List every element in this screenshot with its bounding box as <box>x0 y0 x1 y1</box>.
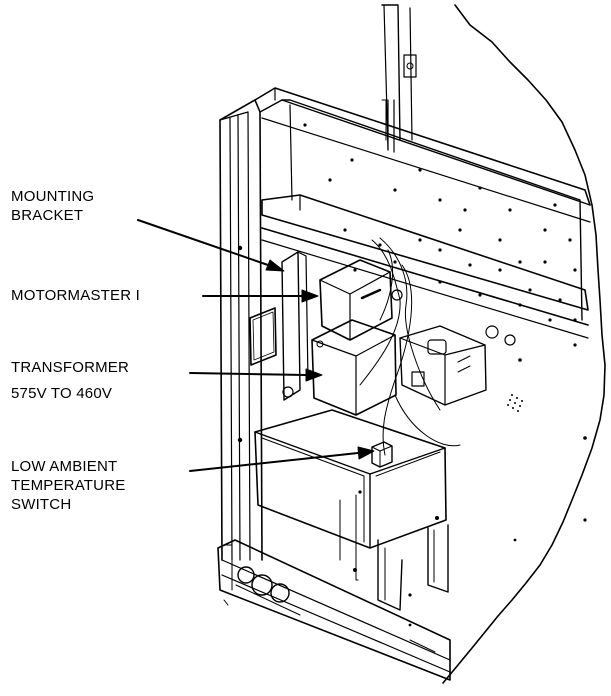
base-support-frame <box>254 409 447 549</box>
left-frame-post <box>219 99 263 561</box>
arrow-mounting-bracket <box>137 219 269 266</box>
arrow-low-ambient <box>189 452 359 472</box>
transformer-label-line2: 575V TO 460V <box>11 385 113 402</box>
top-rail <box>254 87 591 206</box>
motormaster-box <box>319 259 393 341</box>
upper-rear-panel <box>281 99 583 321</box>
transformer-label-line1: TRANSFORMER <box>11 359 130 376</box>
leader-arrows <box>137 219 375 472</box>
motormaster-label: MOTORMASTER I <box>11 287 140 304</box>
temperature-switch <box>371 441 393 468</box>
low-ambient-switch-label-line3: SWITCH <box>11 496 72 513</box>
cross-member <box>261 194 589 311</box>
low-ambient-switch-label-line1: LOW AMBIENT <box>11 458 118 475</box>
transformer-box <box>311 319 397 416</box>
panel-fastener-dots <box>237 123 587 522</box>
cutaway-boundary <box>442 4 606 684</box>
arrow-transformer <box>189 372 307 376</box>
low-ambient-switch-label-line2: TEMPERATURE <box>11 477 126 494</box>
fan-motor-assembly <box>399 325 487 406</box>
mounting-bracket-shape <box>281 251 301 401</box>
mounting-bracket-label-line2: BRACKET <box>11 207 84 224</box>
bottom-base <box>217 539 451 681</box>
wire-bundle <box>359 239 401 386</box>
mounting-bracket-label-line1: MOUNTING <box>11 188 95 205</box>
vent-grille <box>507 394 523 412</box>
side-panel-window <box>249 307 277 366</box>
